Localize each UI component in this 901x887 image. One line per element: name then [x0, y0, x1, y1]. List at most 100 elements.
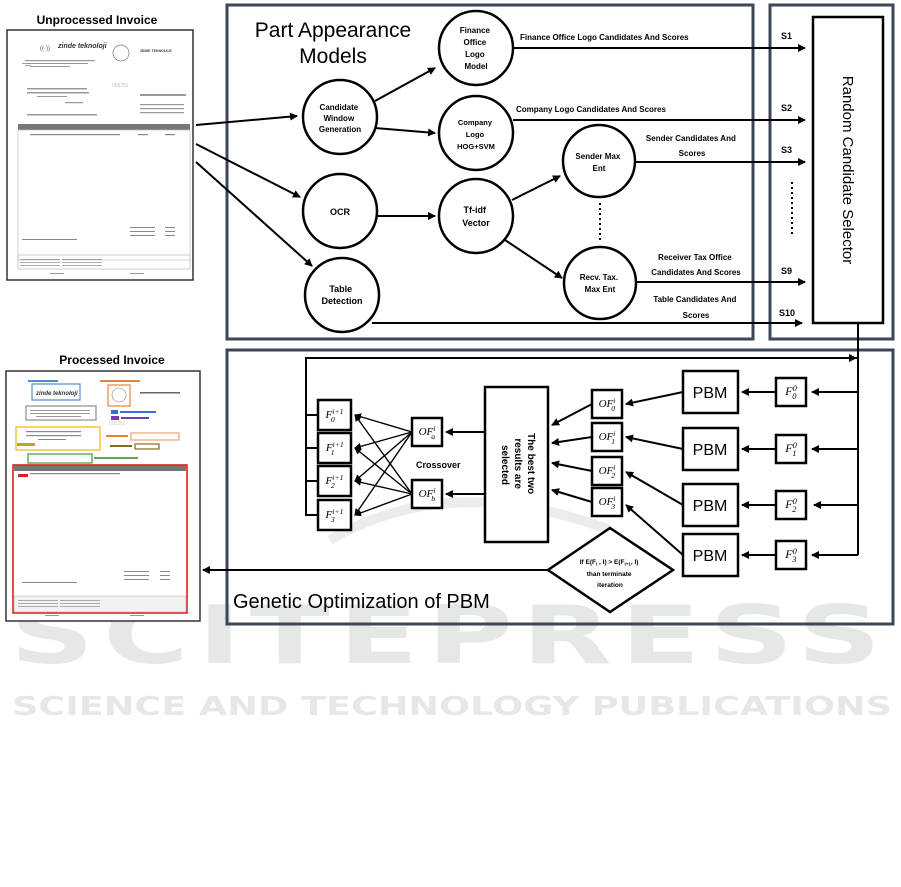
- svg-text:The best two results are: The best two results are selected: [499, 433, 536, 497]
- node-finance-logo: Finance Office Logo Model: [437, 9, 515, 87]
- svg-text:zinde teknoloji: zinde teknoloji: [35, 391, 78, 397]
- svg-text:PBM: PBM: [693, 385, 728, 402]
- svg-text:Fi+13: Fi+13: [325, 507, 344, 524]
- finance-office-logo-box: [107, 384, 131, 407]
- invoice-page: [6, 29, 194, 281]
- svg-text:Company Logo HOG+S: Company Logo HOG+SVM: [457, 118, 495, 151]
- genetic-panel: [225, 348, 895, 626]
- output-label-company: Company Logo Candidates And Scores: [516, 105, 666, 114]
- unprocessed-invoice: Unprocessed Invoice ((·)) zinde teknoloj…: [6, 13, 194, 281]
- node-sender-maxent: Sender Max Ent: [561, 123, 637, 199]
- node-ocr: OCR: [301, 172, 379, 250]
- node-candidate-window: Candidate Window Generation: [301, 78, 379, 156]
- watermark-arc: [327, 497, 612, 545]
- svg-text:F01: F01: [784, 441, 797, 458]
- svg-text:Finance Office Log: Finance Office Logo Model: [460, 26, 492, 71]
- termination-condition: If E(Fi , I) > E(Fi+1, I) than terminate…: [545, 526, 676, 614]
- genetic-title: Genetic Optimization of PBM: [233, 591, 490, 613]
- table-header: [18, 124, 190, 130]
- pbm-box-0: PBM: [681, 369, 740, 415]
- svg-text:PBM: PBM: [693, 498, 728, 515]
- svg-text:F00: F00: [784, 384, 797, 401]
- company-logo-box: [31, 383, 81, 401]
- part-appearance-panel: [225, 3, 755, 341]
- svg-text:055251: 055251: [109, 421, 126, 427]
- processed-invoice: Processed Invoice zinde teknoloji 055251: [5, 353, 201, 622]
- processed-invoice-title: Processed Invoice: [59, 353, 165, 367]
- node-table-detection: Table Detection: [303, 256, 381, 334]
- svg-text:Fi+10: Fi+10: [325, 407, 344, 424]
- part-appearance-title-line1: Part Appearance: [255, 19, 411, 42]
- output-label-finance: Finance Office Logo Candidates And Score…: [520, 33, 689, 42]
- pbm-box-1: PBM: [681, 426, 740, 472]
- receiver-tax-office-box: [27, 453, 93, 464]
- svg-text:F02: F02: [784, 497, 797, 514]
- score-s10: S10: [779, 308, 795, 318]
- output-label-receiver-tax: Receiver Tax Office Candidates And Score…: [651, 253, 741, 277]
- svg-text:Fi+12: Fi+12: [325, 473, 344, 490]
- svg-text:Tf-idf Vector: Tf-idf Vector: [462, 205, 490, 228]
- unprocessed-invoice-title: Unprocessed Invoice: [37, 13, 158, 27]
- node-tfidf: Tf-idf Vector: [437, 177, 515, 255]
- invoice-text-box: [130, 432, 180, 441]
- invoice-page: [5, 370, 201, 622]
- score-s1: S1: [781, 31, 792, 41]
- pbm-box-3: PBM: [681, 532, 740, 578]
- output-label-table: Table Candidates And Scores: [653, 295, 738, 320]
- pbm-box-2: PBM: [681, 482, 740, 528]
- receiver-box: [15, 426, 101, 451]
- svg-text:Sender Max Ent: Sender Max Ent: [575, 152, 622, 173]
- score-s9: S9: [781, 266, 792, 276]
- svg-text:Fi+11: Fi+11: [325, 440, 344, 457]
- crossover-label: Crossover: [416, 460, 461, 470]
- svg-text:OCR: OCR: [330, 207, 351, 217]
- watermark: SCITEPRESS SCIENCE AND TECHNOLOGY PUBLIC…: [10, 497, 892, 722]
- svg-text:Candidate Window G: Candidate Window Generation: [319, 103, 361, 134]
- part-appearance-title-line2: Models: [299, 45, 367, 68]
- sender-box: [25, 405, 97, 421]
- score-s2: S2: [781, 103, 792, 113]
- random-candidate-selector: Random Candidate Selector: [811, 15, 885, 325]
- node-receiver-tax-maxent: Recv. Tax. Max Ent: [562, 245, 638, 321]
- best-two-selected-box: The best two results are selected: [483, 385, 550, 544]
- score-s3: S3: [781, 145, 792, 155]
- table-body: [17, 129, 191, 261]
- svg-text:Recv. Tax. Max Ent: Recv. Tax. Max Ent: [580, 273, 621, 294]
- finance-office-seal-icon: [112, 44, 130, 62]
- selector-label: Random Candidate Selector: [839, 76, 856, 264]
- svg-text:Table Detection: Table Detection: [321, 284, 362, 306]
- svg-text:If E(Fi , I) > E(Fi+1, I): If E(Fi , I) > E(Fi+1, I) than terminate…: [580, 559, 641, 589]
- serial-number: 055251: [112, 83, 129, 89]
- table-box: [12, 464, 188, 614]
- output-label-sender: Sender Candidates And Scores: [646, 134, 738, 158]
- svg-text:PBM: PBM: [693, 442, 728, 459]
- antenna-icon: ((·)): [40, 46, 50, 52]
- company-header: ZİNDE TEKNOLOJİ: [140, 49, 172, 53]
- svg-text:F03: F03: [784, 547, 797, 564]
- company-logo: ((·)) zinde teknoloji: [40, 43, 108, 52]
- svg-text:PBM: PBM: [693, 548, 728, 565]
- date-label-box: [134, 443, 160, 450]
- node-company-logo: Company Logo HOG+SVM: [437, 94, 515, 172]
